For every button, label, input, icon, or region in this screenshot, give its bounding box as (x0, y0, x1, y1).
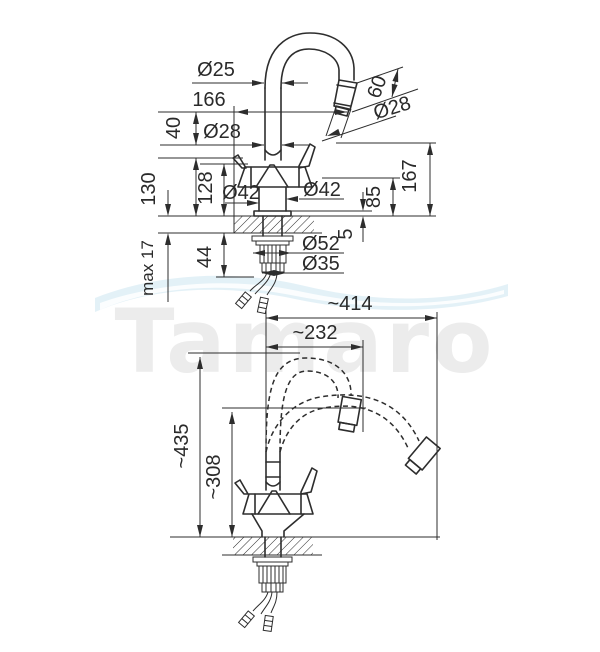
watermark-text: Tamaro (115, 290, 496, 393)
dim-riser-diameter: Ø28 (203, 121, 241, 143)
hose-connector (256, 296, 269, 315)
dim-body-diameter-right: Ø42 (303, 179, 341, 201)
spout-raised-dashed (265, 357, 352, 453)
dim-height-handle: 130 (138, 172, 160, 205)
right-handle (298, 143, 316, 169)
dim-shank-diameter: Ø35 (302, 253, 340, 275)
countertop-lines-lower (170, 536, 440, 556)
arrowheads (165, 69, 433, 277)
dim-outlet-drop: 40 (163, 117, 185, 139)
watermark-wave-highlight (100, 283, 504, 310)
dim-total-height: ~435 (171, 423, 193, 468)
dim-body-height: 85 (363, 186, 385, 208)
countertop-hatch-lower (233, 537, 313, 555)
dim-outlet-height: 167 (399, 159, 421, 192)
dim-flange-diameter: Ø52 (302, 233, 340, 255)
left-handle (232, 154, 247, 169)
hose-connector (237, 610, 256, 629)
dim-total-width: ~414 (327, 293, 372, 315)
dim-reach: 166 (192, 89, 225, 111)
dim-base-plate: 5 (335, 228, 357, 239)
spray-head-raised (337, 395, 363, 433)
faucet-body-lower (234, 451, 318, 558)
dimension-lines-lower (199, 317, 437, 537)
dim-head-length: 60 (363, 73, 391, 101)
extension-lines-lower (188, 310, 438, 540)
dim-hose-reach: ~232 (292, 322, 337, 344)
spray-head-lowered (404, 436, 441, 475)
countertop-hatch (234, 216, 314, 233)
installed-view: Ø25 166 40 Ø28 130 128 Ø42 Ø42 60 Ø28 16… (138, 32, 436, 315)
dim-shank-length: 44 (194, 246, 216, 268)
overall-view: ~414 ~232 ~435 ~308 (170, 293, 441, 632)
dim-height-body: 128 (195, 171, 217, 204)
hose-connector (234, 291, 253, 310)
spout-lowered-dashed (265, 394, 420, 453)
dim-body-diameter-left: Ø42 (222, 182, 260, 204)
hose-connector (262, 614, 274, 632)
arrowheads-lower (197, 315, 437, 537)
mounting-hardware-lower (237, 556, 293, 632)
dim-lowered-height: ~308 (203, 454, 225, 499)
countertop-lines (158, 215, 436, 234)
watermark: Tamaro (95, 275, 508, 393)
dim-spout-diameter: Ø25 (197, 59, 235, 81)
dim-deck-thickness: max 17 (138, 240, 157, 296)
